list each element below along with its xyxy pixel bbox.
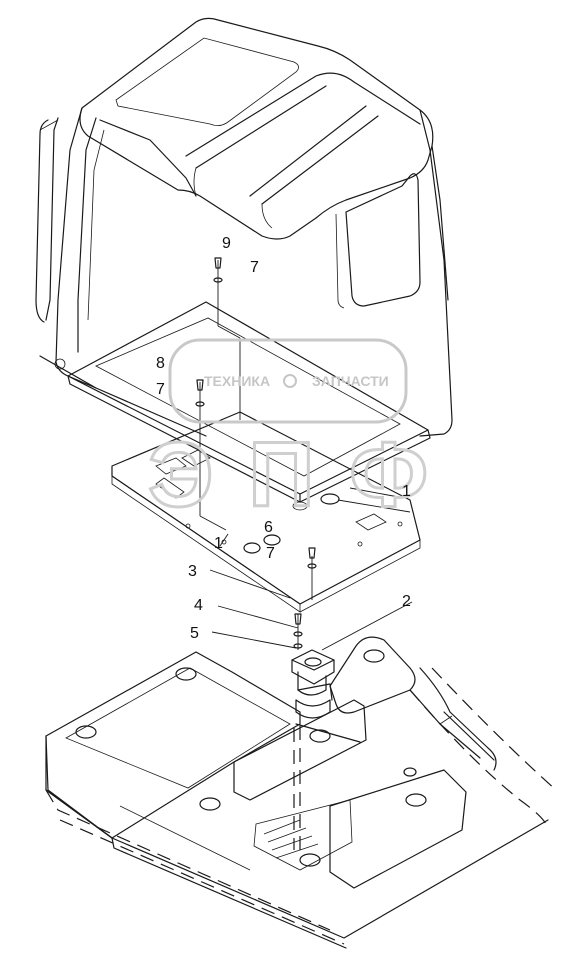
callout-1-left: 1 xyxy=(214,535,223,552)
upper-frame-structure xyxy=(45,636,549,949)
callout-6: 6 xyxy=(264,519,273,536)
dashed-frame-outline xyxy=(45,667,557,945)
watermark-logo-letters: ЭПФ xyxy=(148,424,428,526)
callout-5: 5 xyxy=(190,625,199,642)
operator-cab xyxy=(35,17,453,511)
bolt-stack-top xyxy=(213,257,241,420)
callout-7-left: 7 xyxy=(156,381,165,398)
callout-4: 4 xyxy=(194,597,203,614)
bolt-stack-center xyxy=(293,547,317,650)
callout-9: 9 xyxy=(222,235,231,252)
callout-7-top: 7 xyxy=(250,259,259,276)
callout-7-center: 7 xyxy=(266,545,275,562)
bolt-stack-left xyxy=(195,379,227,531)
callout-labels: 9 7 8 7 1 1 6 7 3 2 4 5 xyxy=(156,235,411,642)
leader-lines xyxy=(209,487,413,651)
callout-8: 8 xyxy=(156,355,165,372)
callout-3: 3 xyxy=(188,563,197,580)
callout-1-right: 1 xyxy=(402,483,411,500)
watermark: ТЕХНИКА ЗАПЧАСТИ ЭПФ xyxy=(147,338,430,528)
callout-2: 2 xyxy=(402,593,411,610)
watermark-text-right: ЗАПЧАСТИ xyxy=(312,373,389,389)
watermark-text-left: ТЕХНИКА xyxy=(204,373,270,389)
gear-icon xyxy=(283,374,297,388)
